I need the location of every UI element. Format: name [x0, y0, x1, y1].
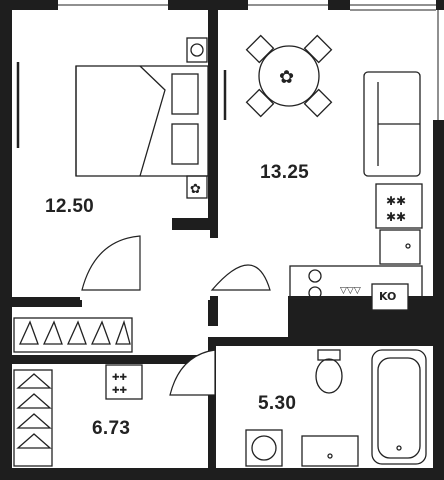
outer-wall-left — [0, 0, 12, 480]
nightstand-top — [186, 37, 208, 63]
kitchen-counter — [289, 265, 423, 299]
hall-wardrobe: ✚✚ ✚✚ — [13, 317, 143, 467]
outer-wall-right — [433, 0, 444, 480]
windows — [58, 0, 444, 120]
svg-text:▽▽▽: ▽▽▽ — [340, 286, 361, 296]
dining-table — [258, 45, 320, 107]
kitchen-furniture: ✿ ✱✱ ✱✱ ▽▽▽ — [245, 34, 423, 311]
bathtub — [371, 349, 427, 465]
door-swing-kitchen — [210, 264, 271, 291]
hallway-area-label: 6.73 — [92, 418, 131, 439]
kitchen-sink — [379, 229, 421, 265]
bathroom-area-label: 5.30 — [258, 393, 297, 414]
bath-sink — [301, 435, 359, 467]
chair-ne — [303, 34, 333, 64]
lamp-icon — [190, 43, 204, 57]
pillow-bottom — [171, 123, 199, 165]
partition-hall-bath — [208, 340, 216, 470]
wardrobe-upper — [13, 317, 133, 353]
outer-wall-top — [0, 0, 444, 10]
bathroom-fixtures — [214, 349, 427, 467]
partition-bath-top — [208, 337, 436, 346]
svg-text:✿: ✿ — [190, 182, 201, 197]
bed-blanket-fold — [139, 65, 166, 177]
partition-bedroom-hall — [10, 297, 82, 307]
kitchen-area-label: 13.25 — [260, 162, 310, 183]
washer-1 — [308, 269, 322, 283]
pillow-top — [171, 73, 199, 115]
washer-2 — [308, 286, 322, 300]
door-swing-bedroom — [81, 235, 141, 291]
svg-text:✚✚: ✚✚ — [112, 386, 128, 396]
wardrobe-lower — [13, 369, 53, 467]
partition-bedroom-kitchen — [208, 8, 218, 236]
bedroom-area-label: 12.50 — [45, 196, 95, 217]
svg-text:✱✱: ✱✱ — [386, 194, 406, 208]
toilet-tank — [317, 349, 341, 361]
washing-machine — [245, 429, 283, 467]
partition-hall-lower — [10, 355, 215, 364]
partition-kitchen-shaft — [288, 296, 436, 340]
ventilation-box-label: KO — [379, 290, 397, 303]
chair-se — [303, 88, 333, 118]
bedroom-furniture: ✿ — [16, 37, 227, 199]
outer-wall-bottom — [0, 468, 444, 480]
svg-text:✿: ✿ — [279, 67, 294, 88]
shoe-cabinet — [105, 364, 143, 400]
ventilation-box — [371, 283, 409, 311]
doors — [80, 230, 271, 396]
toilet-bowl — [315, 358, 343, 394]
bed — [75, 65, 209, 177]
chair-nw — [245, 34, 275, 64]
partition-stub — [208, 296, 218, 326]
chair-sw — [245, 88, 275, 118]
svg-text:✱✱: ✱✱ — [386, 210, 406, 224]
cooktop — [375, 183, 423, 229]
svg-text:✚✚: ✚✚ — [112, 373, 128, 383]
nightstand-bottom — [186, 175, 208, 199]
door-swing-bath — [169, 349, 216, 396]
